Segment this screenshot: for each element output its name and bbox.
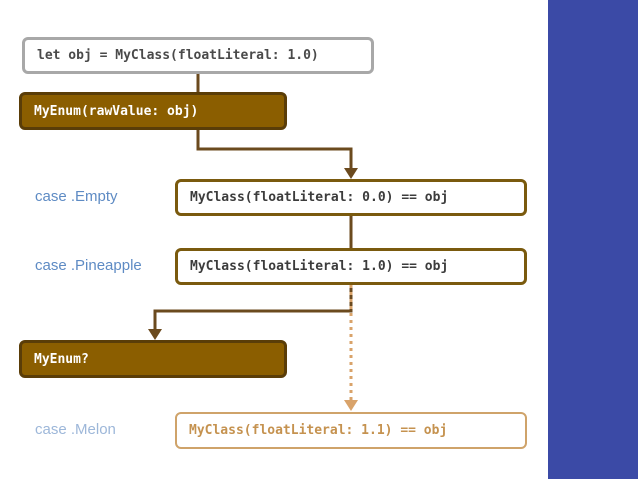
arrowhead-optional xyxy=(148,329,162,340)
case-empty-condition: MyClass(floatLiteral: 0.0) == obj xyxy=(190,190,449,205)
sidebar-panel xyxy=(542,0,638,479)
case-empty-condition-box: MyClass(floatLiteral: 0.0) == obj xyxy=(175,179,527,216)
case-pineapple-condition-box: MyClass(floatLiteral: 1.0) == obj xyxy=(175,248,527,285)
enum-init-text: MyEnum(rawValue: obj) xyxy=(34,103,199,119)
case-empty-label: case .Empty xyxy=(35,188,118,205)
case-pineapple-label: case .Pineapple xyxy=(35,257,142,274)
arrow-pineapple-to-optional xyxy=(153,285,353,331)
enum-optional-text: MyEnum? xyxy=(34,351,89,367)
arrowhead-empty xyxy=(344,168,358,179)
code-line-box: let obj = MyClass(floatLiteral: 1.0) xyxy=(22,37,374,74)
case-melon-condition-box: MyClass(floatLiteral: 1.1) == obj xyxy=(175,412,527,449)
enum-init-box: MyEnum(rawValue: obj) xyxy=(19,92,287,130)
case-pineapple-condition: MyClass(floatLiteral: 1.0) == obj xyxy=(190,259,449,274)
case-melon-label: case .Melon xyxy=(35,421,116,438)
arrow-enum-to-empty xyxy=(196,130,353,170)
case-melon-condition: MyClass(floatLiteral: 1.1) == obj xyxy=(189,423,448,438)
code-line-text: let obj = MyClass(floatLiteral: 1.0) xyxy=(37,48,319,63)
enum-optional-box: MyEnum? xyxy=(19,340,287,378)
arrowhead-melon xyxy=(344,400,358,411)
